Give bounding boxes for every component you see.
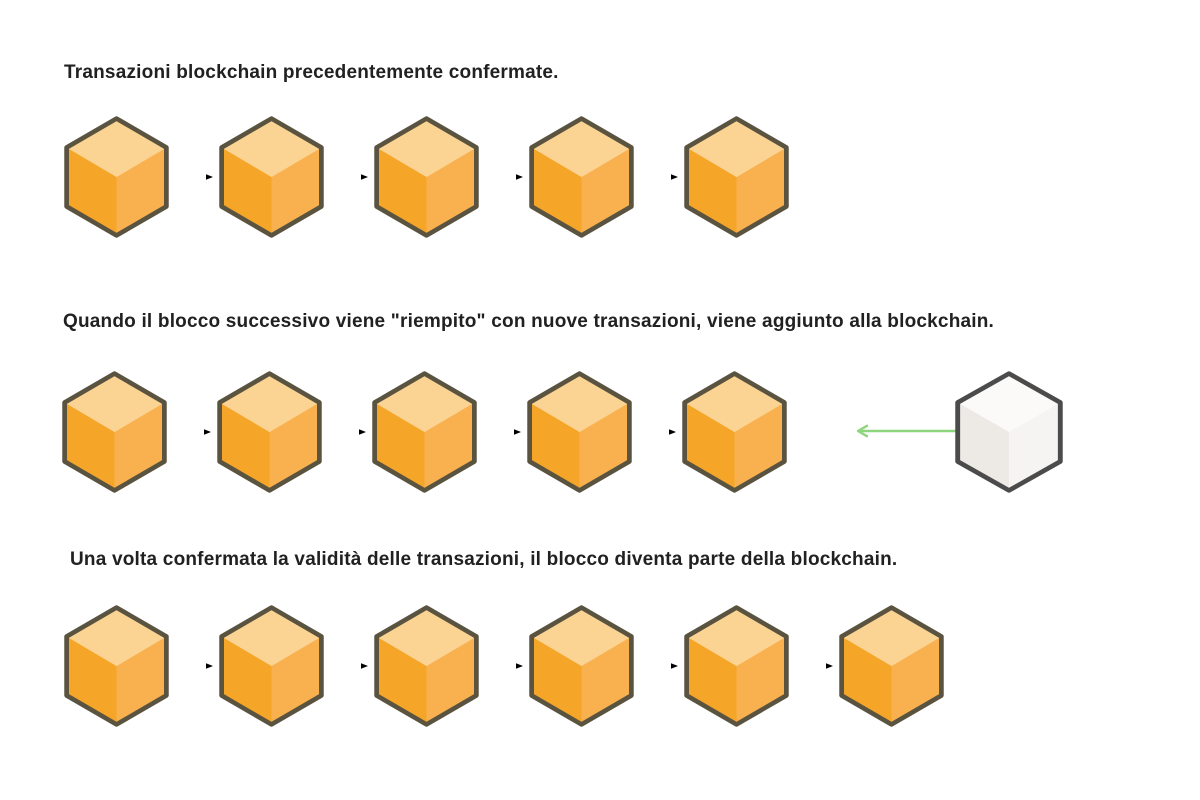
block-cube-icon — [531, 607, 632, 725]
chain-link — [324, 171, 374, 183]
block-cube-icon — [529, 373, 630, 491]
block-cube-icon — [64, 373, 165, 491]
right-arrow-icon — [174, 663, 213, 669]
chain-link — [479, 660, 529, 672]
new-block-left-arrow-icon — [856, 424, 956, 438]
section-1-heading: Transazioni blockchain precedentemente c… — [64, 62, 559, 83]
chain-link — [322, 426, 372, 438]
chain-link — [167, 426, 217, 438]
right-arrow-icon — [639, 663, 678, 669]
chain-link — [169, 171, 219, 183]
new-block-cube-icon — [957, 373, 1061, 491]
block-cube-icon — [841, 607, 942, 725]
block-cube-icon — [686, 607, 787, 725]
block-cube-icon — [686, 118, 787, 236]
blockchain-row-3 — [64, 605, 944, 727]
block-cube-icon — [684, 373, 785, 491]
right-arrow-icon — [637, 429, 676, 435]
right-arrow-icon — [327, 429, 366, 435]
right-arrow-icon — [482, 429, 521, 435]
section-2-heading: Quando il blocco successivo viene "riemp… — [63, 311, 995, 332]
chain-link — [479, 171, 529, 183]
chain-link — [634, 660, 684, 672]
section-3-heading: Una volta confermata la validità delle t… — [70, 549, 898, 570]
chain-link — [324, 660, 374, 672]
block-cube-icon — [221, 118, 322, 236]
block-cube-icon — [376, 118, 477, 236]
right-arrow-icon — [329, 663, 368, 669]
block-cube-icon — [66, 118, 167, 236]
chain-link — [477, 426, 527, 438]
right-arrow-icon — [484, 174, 523, 180]
right-arrow-icon — [329, 174, 368, 180]
block-cube-icon — [531, 118, 632, 236]
right-arrow-icon — [484, 663, 523, 669]
chain-link — [634, 171, 684, 183]
chain-link — [789, 660, 839, 672]
chain-link — [169, 660, 219, 672]
right-arrow-icon — [794, 663, 833, 669]
block-cube-icon — [219, 373, 320, 491]
block-cube-icon — [376, 607, 477, 725]
right-arrow-icon — [639, 174, 678, 180]
right-arrow-icon — [174, 174, 213, 180]
blockchain-row-2 — [62, 371, 787, 493]
block-cube-icon — [221, 607, 322, 725]
chain-link — [632, 426, 682, 438]
right-arrow-icon — [172, 429, 211, 435]
block-cube-icon — [374, 373, 475, 491]
blockchain-row-1 — [64, 116, 789, 238]
block-cube-icon — [66, 607, 167, 725]
